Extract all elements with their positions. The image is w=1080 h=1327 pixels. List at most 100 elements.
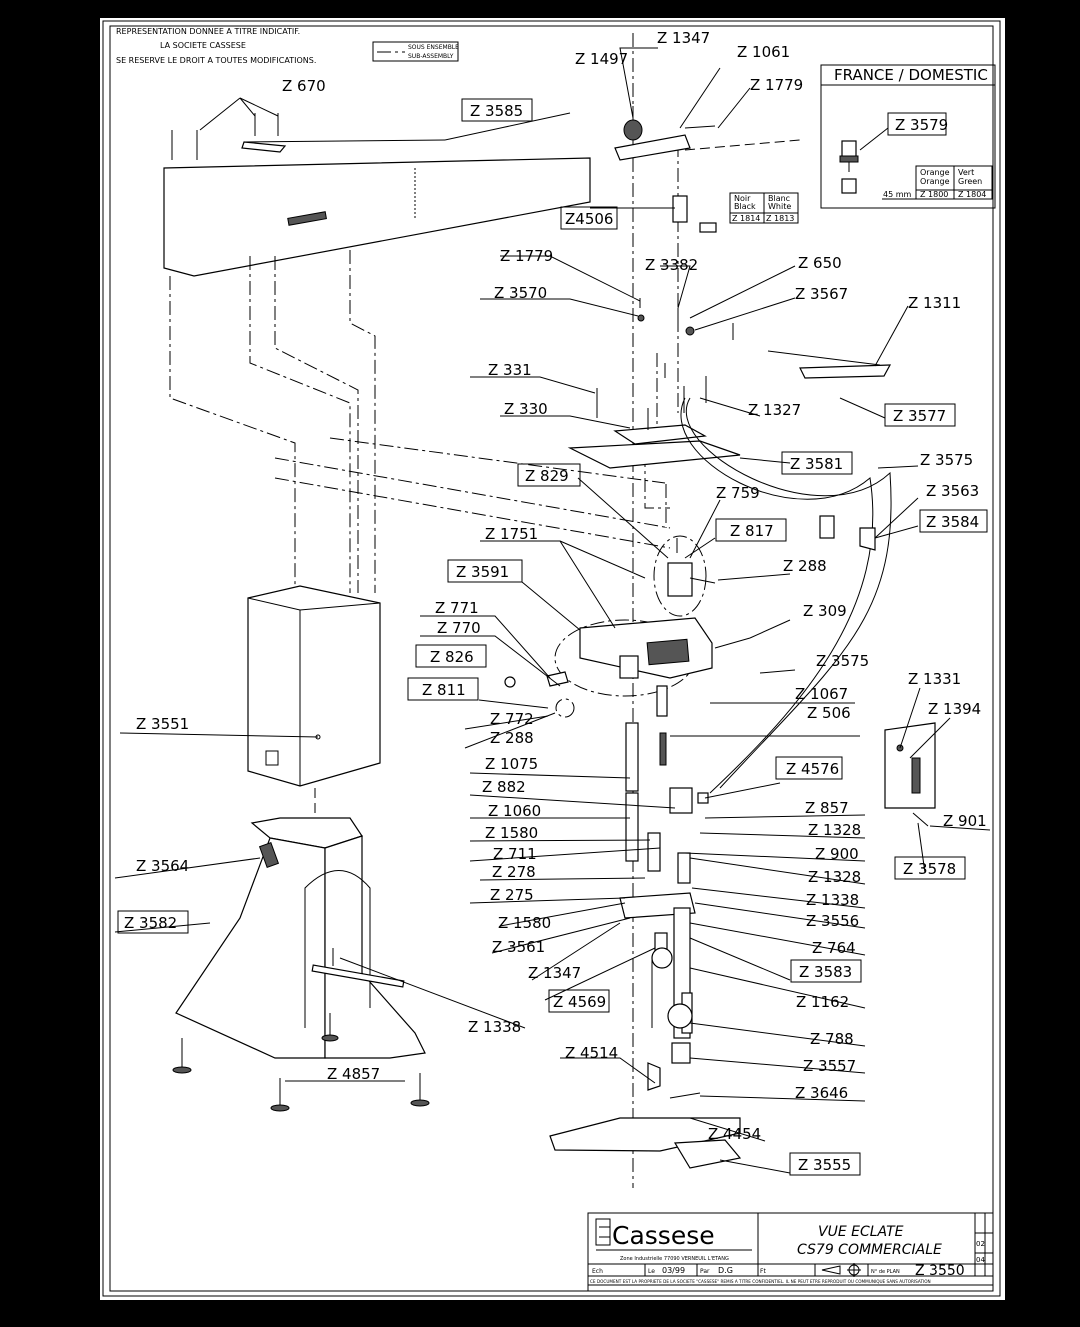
part-label: Z 3555 bbox=[798, 1156, 851, 1174]
drawing-sheet: REPRESENTATION DONNEE A TITRE INDICATIF.… bbox=[100, 18, 1005, 1300]
part-label: Z 330 bbox=[504, 400, 548, 418]
cables bbox=[680, 397, 892, 794]
mounting-plate bbox=[567, 363, 741, 469]
exploded-view-drawing: REPRESENTATION DONNEE A TITRE INDICATIF.… bbox=[102, 20, 1001, 1297]
notice-line-3: SE RESERVE LE DROIT A TOUTES MODIFICATIO… bbox=[116, 56, 316, 65]
format-label: Ft bbox=[760, 1268, 766, 1275]
plan-number: Z 3550 bbox=[915, 1263, 965, 1279]
part-label: Z 3578 bbox=[903, 860, 956, 878]
part-label: Z 288 bbox=[490, 729, 534, 747]
part-label: Z 3575 bbox=[920, 451, 973, 469]
legend-fr: SOUS ENSEMBLE bbox=[408, 44, 459, 51]
inset-dimension: 45 mm bbox=[883, 190, 912, 199]
part-label: Z 1338 bbox=[806, 891, 859, 909]
outer-frame bbox=[102, 20, 1001, 1297]
part-label: Z 900 bbox=[815, 845, 859, 863]
pedal-assembly bbox=[549, 892, 742, 1169]
part-label: Z 3556 bbox=[806, 912, 859, 930]
part-label: Z 857 bbox=[805, 799, 849, 817]
cabinet bbox=[247, 585, 381, 826]
part-label: Z 901 bbox=[943, 812, 987, 830]
part-label: Z 1328 bbox=[808, 868, 861, 886]
part-label: Z 1061 bbox=[737, 43, 790, 61]
part-label: Z 772 bbox=[490, 710, 534, 728]
date-label: Le bbox=[648, 1268, 655, 1275]
author-label: Par bbox=[700, 1268, 710, 1275]
inset-title: FRANCE / DOMESTIC bbox=[834, 66, 988, 84]
part-label: Z 275 bbox=[490, 886, 534, 904]
part-label: Z 711 bbox=[493, 845, 537, 863]
part-label: Z 3583 bbox=[799, 963, 852, 981]
part-label: Z 1779 bbox=[500, 247, 553, 265]
part-label: Z 1075 bbox=[485, 755, 538, 773]
scale-label: Ech bbox=[592, 1268, 603, 1275]
notice-line-1: REPRESENTATION DONNEE A TITRE INDICATIF. bbox=[116, 27, 300, 36]
inset-col1-ref: Z 1800 bbox=[920, 190, 948, 199]
part-label: Z 3646 bbox=[795, 1084, 848, 1102]
part-label: Z 3570 bbox=[494, 284, 547, 302]
counter-top bbox=[163, 139, 591, 277]
inset-col2-ref: Z 1804 bbox=[958, 190, 986, 199]
part-label: Z 1751 bbox=[485, 525, 538, 543]
valve-bracket-parts bbox=[637, 298, 892, 509]
part-label: Z 1060 bbox=[488, 802, 541, 820]
part-label: Z 1067 bbox=[795, 685, 848, 703]
projection-cone-icon bbox=[821, 1265, 841, 1275]
part-label: Z 4454 bbox=[708, 1125, 761, 1143]
part-label: Z 3585 bbox=[470, 102, 523, 120]
part-label: Z 770 bbox=[437, 619, 481, 637]
part-label: Z 1347 bbox=[657, 29, 710, 47]
france-domestic-inset: FRANCE / DOMESTIC Z 3579 Orange Orange Z… bbox=[820, 64, 996, 209]
part-label: Z 1338 bbox=[468, 1018, 521, 1036]
part-label: Z 3581 bbox=[790, 455, 843, 473]
part-label: Z 759 bbox=[716, 484, 760, 502]
revision-a: 02 bbox=[976, 1240, 985, 1248]
cassese-logo-icon bbox=[595, 1218, 611, 1246]
pedestal-base bbox=[175, 817, 426, 1059]
inset-col1-fr: Orange bbox=[920, 168, 950, 177]
part-label: Z 4857 bbox=[327, 1065, 380, 1083]
company-address: Zone Industrielle 77090 VERNEUIL L'ETANG bbox=[620, 1256, 729, 1262]
part-label: Z 829 bbox=[525, 467, 569, 485]
leader-lines bbox=[114, 47, 991, 1174]
assembly-guide-lines bbox=[169, 33, 679, 1188]
part-label: Z 3561 bbox=[492, 938, 545, 956]
part-label: Z 1347 bbox=[528, 964, 581, 982]
part-label: Z 3582 bbox=[124, 914, 177, 932]
title-block: Cassese Zone Industrielle 77090 VERNEUIL… bbox=[587, 1212, 994, 1292]
detail-3578 bbox=[884, 722, 936, 827]
column-parts bbox=[625, 685, 709, 884]
legend-en: SUB-ASSEMBLY bbox=[408, 53, 454, 60]
part-label: Z 3557 bbox=[803, 1057, 856, 1075]
part-label: Z 506 bbox=[807, 704, 851, 722]
drawing-title-1: VUE ECLATE bbox=[818, 1224, 904, 1240]
part-label: Z 3567 bbox=[795, 285, 848, 303]
color-col1-en: Black bbox=[734, 202, 756, 211]
part-label: Z 3564 bbox=[136, 857, 189, 875]
color-col2-fr: Blanc bbox=[768, 194, 790, 203]
part-label: Z 670 bbox=[282, 77, 326, 95]
part-label: Z 826 bbox=[430, 648, 474, 666]
leveling-feet bbox=[172, 1013, 430, 1112]
revision-b: 04 bbox=[976, 1256, 985, 1264]
inset-part-label: Z 3579 bbox=[895, 116, 948, 134]
part-label: Z 288 bbox=[783, 557, 827, 575]
part-label: Z 3382 bbox=[645, 256, 698, 274]
part-label: Z 1580 bbox=[498, 914, 551, 932]
screws-top bbox=[171, 97, 279, 160]
part-label: Z 4569 bbox=[553, 993, 606, 1011]
color-col1-ref: Z 1814 bbox=[732, 214, 760, 223]
part-label: Z 771 bbox=[435, 599, 479, 617]
part-label: Z 309 bbox=[803, 602, 847, 620]
part-label: Z 811 bbox=[422, 681, 466, 699]
color-col2-en: White bbox=[768, 202, 791, 211]
part-label: Z 3584 bbox=[926, 513, 979, 531]
part-label: Z 1327 bbox=[748, 401, 801, 419]
inner-frame bbox=[109, 25, 994, 1292]
part-label: Z 882 bbox=[482, 778, 526, 796]
wiring-subassembly bbox=[653, 535, 716, 617]
notice-line-2: LA SOCIETE CASSESE bbox=[160, 41, 246, 50]
confidentiality-notice: CE DOCUMENT EST LA PROPRIETE DE LA SOCIE… bbox=[590, 1279, 931, 1284]
color-col1-fr: Noir bbox=[734, 194, 751, 203]
inset-col1-en: Orange bbox=[920, 177, 950, 186]
